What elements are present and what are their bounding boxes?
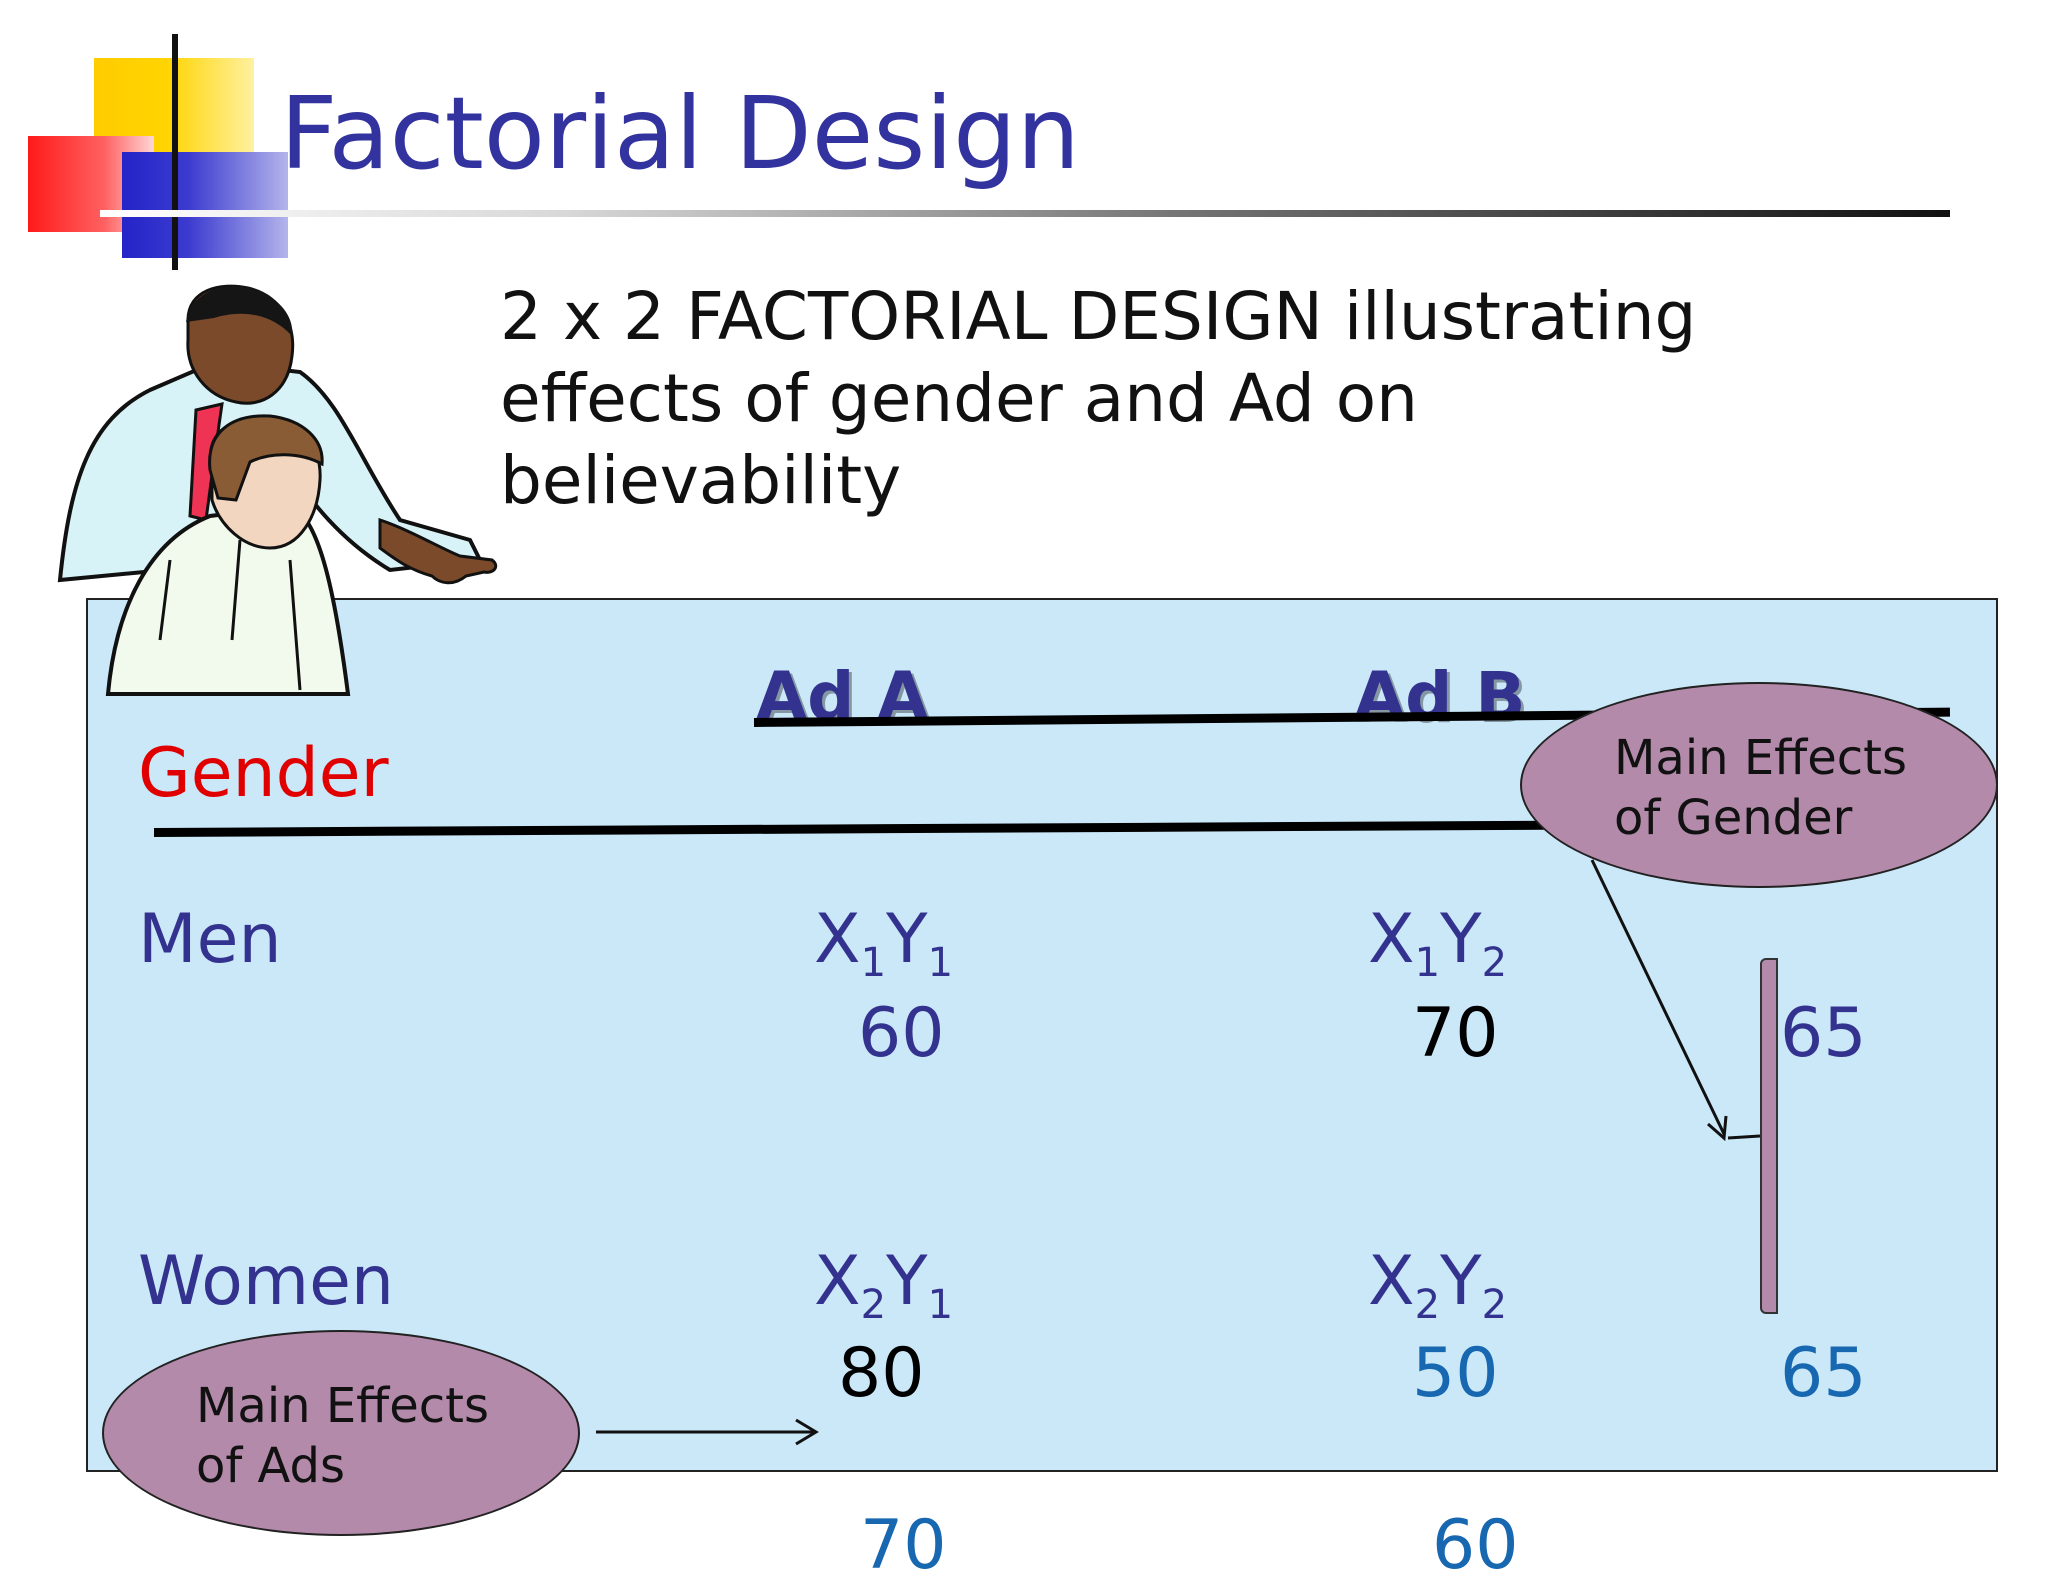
slide-title: Factorial Design	[280, 75, 1080, 192]
title-deco-vertical-line	[172, 34, 178, 270]
cell-value-women-ad-a: 80	[838, 1334, 925, 1413]
cell-value-men-ad-b: 70	[1412, 994, 1499, 1073]
cell-label-men-ad-a: X1Y1	[814, 900, 954, 986]
row-label-women: Women	[138, 1242, 395, 1321]
cell-label-men-ad-b: X1Y2	[1368, 900, 1508, 986]
cell-value-men-ad-a: 60	[858, 994, 945, 1073]
main-effect-ad-a: 70	[860, 1506, 947, 1585]
subtitle-line-2: effects of gender and Ad on believabilit…	[500, 360, 1418, 519]
callout-main-effects-ads: Main Effects of Ads	[102, 1330, 580, 1536]
cell-value-women-ad-b: 50	[1412, 1334, 1499, 1413]
cell-label-women-ad-b: X2Y2	[1368, 1242, 1508, 1328]
main-effect-men: 65	[1780, 994, 1867, 1073]
callout-ads-line-1: Main Effects	[196, 1378, 489, 1434]
subtitle-line-1: 2 x 2 FACTORIAL DESIGN illustrating	[500, 278, 1697, 355]
row-label-men: Men	[138, 900, 282, 979]
callout-gender-line-2: of Gender	[1614, 790, 1853, 846]
callout-gender-line-1: Main Effects	[1614, 730, 1907, 786]
gender-main-effect-bracket	[1760, 958, 1778, 1314]
callout-main-effects-gender: Main Effects of Gender	[1520, 682, 1998, 888]
callout-ads-line-2: of Ads	[196, 1438, 345, 1494]
title-deco-blue-square	[122, 152, 288, 258]
slide-subtitle: 2 x 2 FACTORIAL DESIGN illustrating effe…	[500, 276, 1800, 522]
title-underline	[100, 210, 1950, 217]
main-effect-ad-b: 60	[1432, 1506, 1519, 1585]
row-header-gender: Gender	[138, 734, 389, 813]
cell-label-women-ad-a: X2Y1	[814, 1242, 954, 1328]
main-effect-women: 65	[1780, 1334, 1867, 1413]
